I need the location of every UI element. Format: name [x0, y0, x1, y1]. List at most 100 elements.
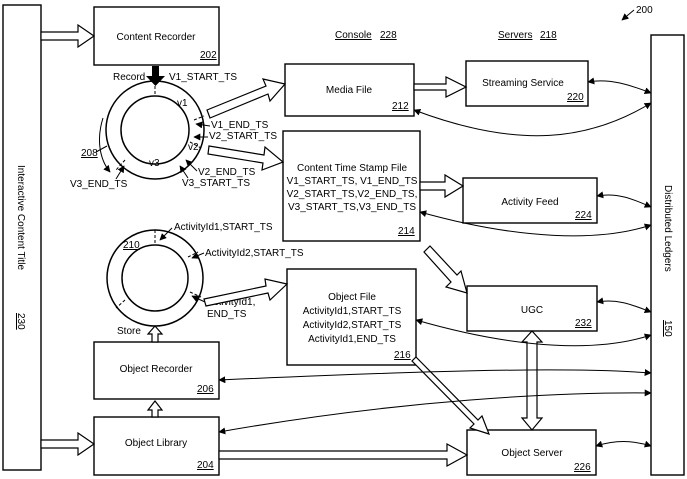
object-file-label: Object File — [328, 292, 376, 303]
servers-header: Servers — [498, 30, 532, 41]
activity-feed-label: Activity Feed — [501, 197, 558, 208]
title-to-object-library-arrow — [40, 431, 96, 457]
ts-file-to-activity-feed-arrow — [419, 173, 465, 199]
activity1-end-label-1: ActivityId1, — [207, 297, 255, 308]
content-time-stamp-file-box: Content Time Stamp File V1_START_TS, V1_… — [282, 130, 421, 242]
store-arrow — [146, 325, 164, 343]
content-ts-file-line-3: V3_START_TS,V3_END_TS — [288, 202, 416, 213]
ugc-ledger-link — [596, 297, 652, 314]
object-library-ref: 204 — [197, 460, 214, 471]
console-header: Console — [335, 30, 372, 41]
library-to-recorder-arrow — [146, 400, 164, 418]
object-server-box: Object Server 226 — [466, 429, 597, 476]
object-recorder-box: Object Recorder 206 — [93, 341, 220, 400]
interactive-content-title-box: Interactive Content Title 230 — [2, 4, 42, 471]
streaming-service-box: Streaming Service 220 — [465, 60, 589, 107]
object-library-box: Object Library 204 — [93, 416, 220, 476]
media-to-streaming-arrow — [413, 76, 468, 98]
object-file-line-2: ActivityId2,START_TS — [303, 320, 402, 331]
v2-end-pointer — [185, 159, 198, 172]
object-recorder-ledger-link — [218, 369, 652, 384]
ring-to-ts-file-arrow — [207, 145, 285, 171]
activity2-start-label: ActivityId2,START_TS — [205, 248, 304, 259]
content-ring-rotation-arrow — [99, 117, 111, 173]
content-recorder-box: Content Recorder 202 — [93, 6, 220, 66]
ts-file-to-ugc-arrow — [423, 245, 468, 294]
object-file-line-1: ActivityId1,START_TS — [303, 306, 402, 317]
content-ring-ref: 208 — [81, 148, 98, 159]
activity-feed-box: Activity Feed 224 — [462, 177, 598, 224]
media-file-label: Media File — [326, 85, 373, 96]
figure-number-pointer — [621, 9, 635, 21]
v2-start-label: V2_START_TS — [209, 131, 277, 142]
object-file-to-object-server-arrow — [411, 356, 491, 435]
record-label: Record — [113, 72, 145, 83]
content-ts-file-ref: 214 — [398, 226, 415, 237]
content-ts-file-line-1: V1_START_TS, V1_END_TS — [287, 176, 418, 187]
ring-to-media-file-arrow — [206, 78, 287, 119]
object-library-ledger-link — [218, 389, 652, 435]
ugc-object-server-arrow — [520, 330, 544, 431]
v2-label: v2 — [188, 142, 199, 153]
activity-feed-ledger-link — [596, 191, 652, 208]
object-server-label: Object Server — [501, 448, 563, 459]
content-recorder-label: Content Recorder — [117, 32, 197, 43]
media-file-box: Media File 212 — [284, 63, 415, 117]
activity1-start-pointer — [159, 227, 173, 241]
ugc-box: UGC 232 — [466, 285, 598, 332]
streaming-service-label: Streaming Service — [482, 78, 564, 89]
ring-to-object-file-arrow — [203, 278, 289, 307]
content-recorder-ref: 202 — [200, 50, 217, 61]
object-server-ref: 226 — [574, 462, 591, 473]
v3-start-label: V3_START_TS — [182, 178, 250, 189]
title-to-content-recorder-arrow — [40, 23, 96, 49]
object-file-ref: 216 — [394, 350, 411, 361]
content-ts-file-label: Content Time Stamp File — [297, 163, 407, 174]
v1-start-label: V1_START_TS — [169, 72, 237, 83]
v1-end-label: V1_END_TS — [211, 120, 269, 131]
v3-label: v3 — [149, 158, 160, 169]
object-file-line-3: ActivityId1,END_TS — [308, 334, 396, 345]
console-ref: 228 — [380, 30, 397, 41]
content-ts-file-line-2: V2_START_TS,V2_END_TS, — [287, 189, 418, 200]
v2-end-label: V2_END_TS — [198, 167, 256, 178]
distributed-ledgers-ref: 150 — [662, 320, 673, 337]
distributed-ledgers-label: Distributed Ledgers — [662, 185, 673, 272]
v1-end-pointer — [195, 121, 211, 129]
activity1-start-label: ActivityId1,START_TS — [174, 222, 273, 233]
content-ring — [105, 80, 205, 180]
interactive-content-title-label: Interactive Content Title — [15, 165, 26, 270]
ugc-label: UGC — [521, 305, 543, 316]
interactive-content-title-ref: 230 — [15, 313, 26, 330]
activity1-end-label-2: END_TS — [207, 309, 247, 320]
ugc-ref: 232 — [575, 318, 592, 329]
streaming-ledger-link — [587, 77, 652, 95]
media-file-ref: 212 — [392, 101, 409, 112]
object-file-box: Object File ActivityId1,START_TS Activit… — [286, 268, 417, 366]
activity1-end-pointer — [191, 295, 206, 303]
servers-ref: 218 — [540, 30, 557, 41]
object-recorder-ref: 206 — [197, 384, 214, 395]
streaming-service-ref: 220 — [567, 92, 584, 103]
v3-start-pointer — [179, 165, 189, 179]
v1-label: v1 — [177, 98, 188, 109]
object-file-ledger-link — [415, 318, 652, 347]
ts-file-ledger-link — [419, 210, 652, 237]
figure-number: 200 — [636, 5, 653, 16]
object-ring — [106, 229, 204, 327]
library-to-object-server-arrow — [218, 442, 469, 468]
v3-end-label: V3_END_TS — [70, 179, 128, 190]
media-ledger-link — [413, 102, 652, 137]
record-arrow — [146, 66, 165, 86]
object-recorder-label: Object Recorder — [120, 364, 193, 375]
object-server-ledger-link — [595, 440, 652, 448]
object-ring-ref: 210 — [123, 240, 140, 251]
store-label: Store — [117, 326, 141, 337]
activity-feed-ref: 224 — [575, 210, 592, 221]
v3-end-pointer — [115, 165, 125, 180]
content-ring-ref-pointer — [95, 145, 108, 153]
activity2-start-pointer — [191, 252, 205, 259]
distributed-ledgers-box: Distributed Ledgers 150 — [650, 34, 685, 476]
object-library-label: Object Library — [125, 438, 187, 449]
